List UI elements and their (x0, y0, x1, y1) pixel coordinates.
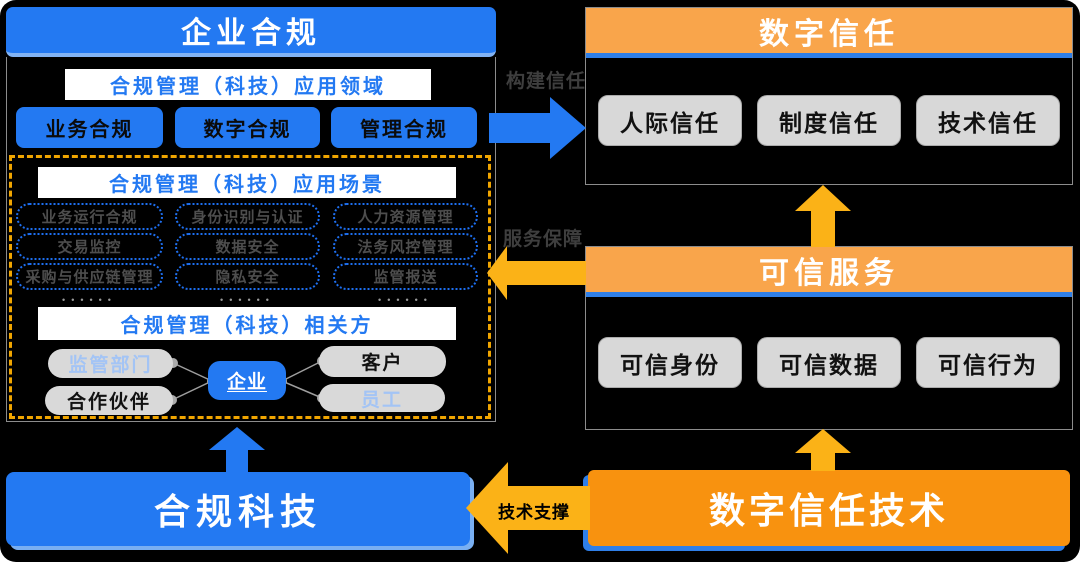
enterprise-compliance-header: 企业合规 (6, 7, 496, 57)
chip-digital-compliance: 数字合规 (175, 107, 320, 148)
digital-trust-panel: 数字信任 人际信任 制度信任 技术信任 (585, 7, 1073, 185)
arrow-left-service-guarantee (487, 246, 586, 300)
label-service-guarantee: 服务保障 (502, 229, 583, 250)
stakeholder-employee: 员工 (319, 384, 445, 412)
scenario-pill: 交易监控 (16, 233, 163, 260)
regtech-box: 合规科技 (6, 472, 470, 546)
arrow-up-technology-to-services (795, 429, 851, 471)
enterprise-compliance-panel: 合规管理（科技）应用领域 业务合规 数字合规 管理合规 合规管理（科技）应用场景… (6, 57, 496, 422)
scenario-pill: 业务运行合规 (16, 203, 163, 230)
scenario-pill: 隐私安全 (175, 263, 320, 290)
scenario-pill: 法务风控管理 (333, 233, 478, 260)
digital-trust-header: 数字信任 (586, 8, 1072, 58)
stakeholder-regulator: 监管部门 (48, 349, 173, 378)
stakeholder-partner: 合作伙伴 (45, 386, 173, 415)
application-scenarios-section: 合规管理（科技）应用场景 业务运行合规 身份识别与认证 人力资源管理 交易监控 … (9, 155, 491, 419)
scenario-pill: 监管报送 (333, 263, 478, 290)
chip-technical-trust: 技术信任 (916, 95, 1060, 146)
chip-institutional-trust: 制度信任 (757, 95, 901, 146)
arrow-right-build-trust (489, 97, 586, 159)
stakeholders-diagram: 监管部门 客户 合作伙伴 员工 企业 (12, 344, 488, 420)
digital-trust-technology-box: 数字信任技术 (588, 470, 1070, 546)
chip-trusted-data: 可信数据 (757, 337, 901, 388)
stakeholder-enterprise: 企业 (208, 361, 286, 400)
application-scenarios-title: 合规管理（科技）应用场景 (38, 167, 456, 198)
chip-trusted-identity: 可信身份 (598, 337, 742, 388)
ellipsis-dots: •••••• (378, 295, 433, 305)
application-domains-title: 合规管理（科技）应用领域 (65, 69, 431, 100)
scenario-pill: 数据安全 (175, 233, 320, 260)
ellipsis-dots: •••••• (220, 295, 275, 305)
chip-management-compliance: 管理合规 (331, 107, 477, 148)
arrow-up-services-to-trust (795, 185, 851, 247)
trusted-services-panel: 可信服务 可信身份 可信数据 可信行为 (585, 246, 1073, 430)
stakeholder-customer: 客户 (319, 346, 446, 377)
arrow-left-tech-support (466, 462, 590, 554)
ellipsis-dots: •••••• (62, 295, 117, 305)
label-tech-support: 技术支撑 (498, 503, 570, 522)
scenario-pill: 人力资源管理 (333, 203, 478, 230)
stakeholders-title: 合规管理（科技）相关方 (38, 307, 456, 340)
scenario-pill: 采购与供应链管理 (16, 263, 163, 290)
scenario-pill: 身份识别与认证 (175, 203, 320, 230)
chip-trusted-behavior: 可信行为 (916, 337, 1060, 388)
chip-interpersonal-trust: 人际信任 (598, 95, 742, 146)
arrow-up-regtech-to-compliance (209, 427, 265, 473)
trusted-services-header: 可信服务 (586, 247, 1072, 297)
chip-business-compliance: 业务合规 (16, 107, 163, 148)
label-build-trust: 构建信任 (505, 71, 586, 92)
